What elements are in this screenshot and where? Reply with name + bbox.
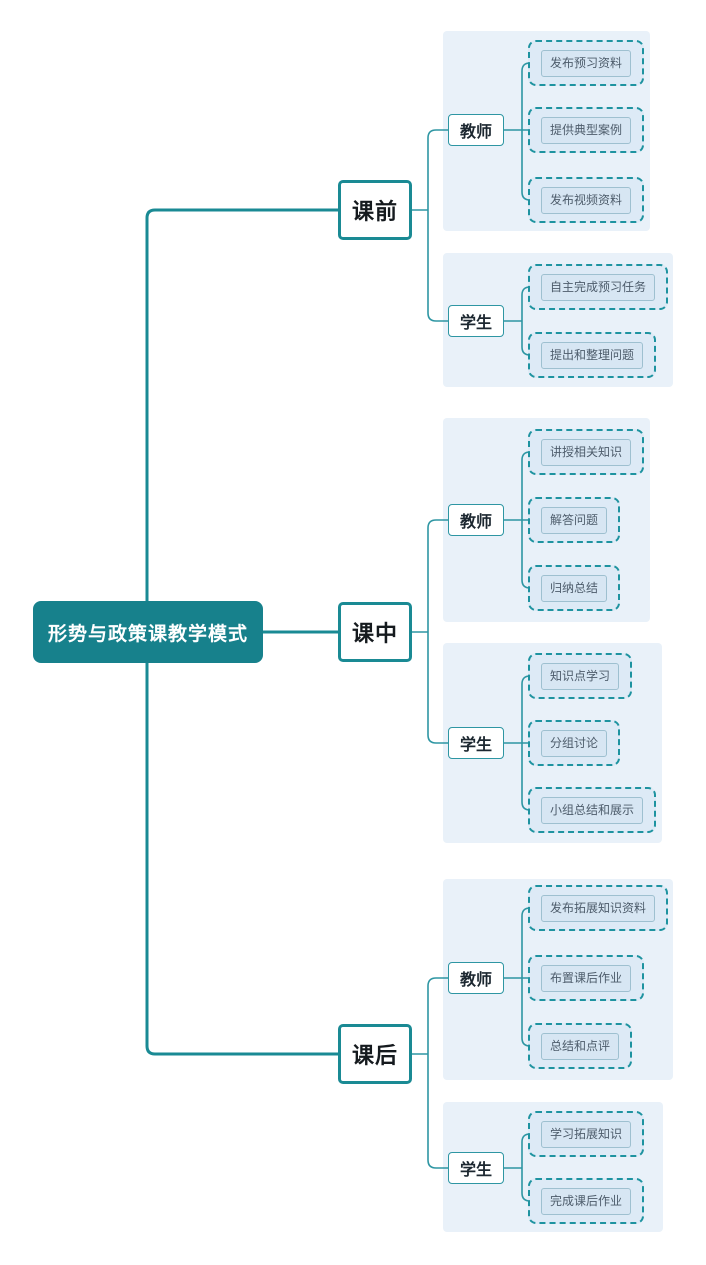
branch-node[interactable]: 课前 <box>338 180 412 240</box>
role-node-label: 教师 <box>459 514 492 531</box>
task-node-label: 讲授相关知识 <box>541 438 632 466</box>
task-node[interactable]: 发布预习资料 <box>528 40 645 86</box>
role-node-label: 教师 <box>459 124 492 141</box>
task-node-label: 知识点学习 <box>541 662 620 690</box>
role-node-label: 教师 <box>459 972 492 989</box>
task-node-label: 发布预习资料 <box>541 49 632 77</box>
root-node-label: 形势与政策课教学模式 <box>47 623 248 645</box>
task-node-label: 提供典型案例 <box>541 116 632 144</box>
role-node-label: 学生 <box>459 737 492 754</box>
task-node[interactable]: 完成课后作业 <box>528 1178 645 1224</box>
branch-node[interactable]: 课后 <box>338 1024 412 1084</box>
role-node[interactable]: 学生 <box>448 727 504 759</box>
task-node-label: 归纳总结 <box>541 574 608 602</box>
task-node[interactable]: 发布拓展知识资料 <box>528 885 669 931</box>
task-node[interactable]: 小组总结和展示 <box>528 787 657 833</box>
task-node-label: 分组讨论 <box>541 729 608 757</box>
task-node-label: 自主完成预习任务 <box>541 273 656 301</box>
task-node-label: 布置课后作业 <box>541 964 632 992</box>
task-node[interactable]: 解答问题 <box>528 497 621 543</box>
branch-node-label: 课中 <box>351 621 398 646</box>
task-node-label: 发布视频资料 <box>541 186 632 214</box>
task-node[interactable]: 学习拓展知识 <box>528 1111 645 1157</box>
role-node-label: 学生 <box>459 315 492 332</box>
task-node[interactable]: 提出和整理问题 <box>528 332 657 378</box>
task-node[interactable]: 总结和点评 <box>528 1023 633 1069</box>
task-node-label: 小组总结和展示 <box>541 796 644 824</box>
task-node[interactable]: 讲授相关知识 <box>528 429 645 475</box>
task-node[interactable]: 发布视频资料 <box>528 177 645 223</box>
task-node[interactable]: 归纳总结 <box>528 565 621 611</box>
task-node-label: 发布拓展知识资料 <box>541 894 656 922</box>
task-node[interactable]: 提供典型案例 <box>528 107 645 153</box>
task-node-label: 解答问题 <box>541 506 608 534</box>
branch-node-label: 课后 <box>351 1043 398 1068</box>
task-node-label: 总结和点评 <box>541 1032 620 1060</box>
task-node-label: 提出和整理问题 <box>541 341 644 369</box>
branch-node-label: 课前 <box>351 199 398 224</box>
role-node[interactable]: 教师 <box>448 504 504 536</box>
role-node[interactable]: 学生 <box>448 1152 504 1184</box>
role-node[interactable]: 教师 <box>448 114 504 146</box>
task-node-label: 学习拓展知识 <box>541 1120 632 1148</box>
task-node[interactable]: 布置课后作业 <box>528 955 645 1001</box>
root-node[interactable]: 形势与政策课教学模式 <box>33 601 263 663</box>
task-node[interactable]: 知识点学习 <box>528 653 633 699</box>
task-node[interactable]: 自主完成预习任务 <box>528 264 669 310</box>
task-node-label: 完成课后作业 <box>541 1187 632 1215</box>
role-node[interactable]: 学生 <box>448 305 504 337</box>
role-node-label: 学生 <box>459 1162 492 1179</box>
role-node[interactable]: 教师 <box>448 962 504 994</box>
branch-node[interactable]: 课中 <box>338 602 412 662</box>
task-node[interactable]: 分组讨论 <box>528 720 621 766</box>
